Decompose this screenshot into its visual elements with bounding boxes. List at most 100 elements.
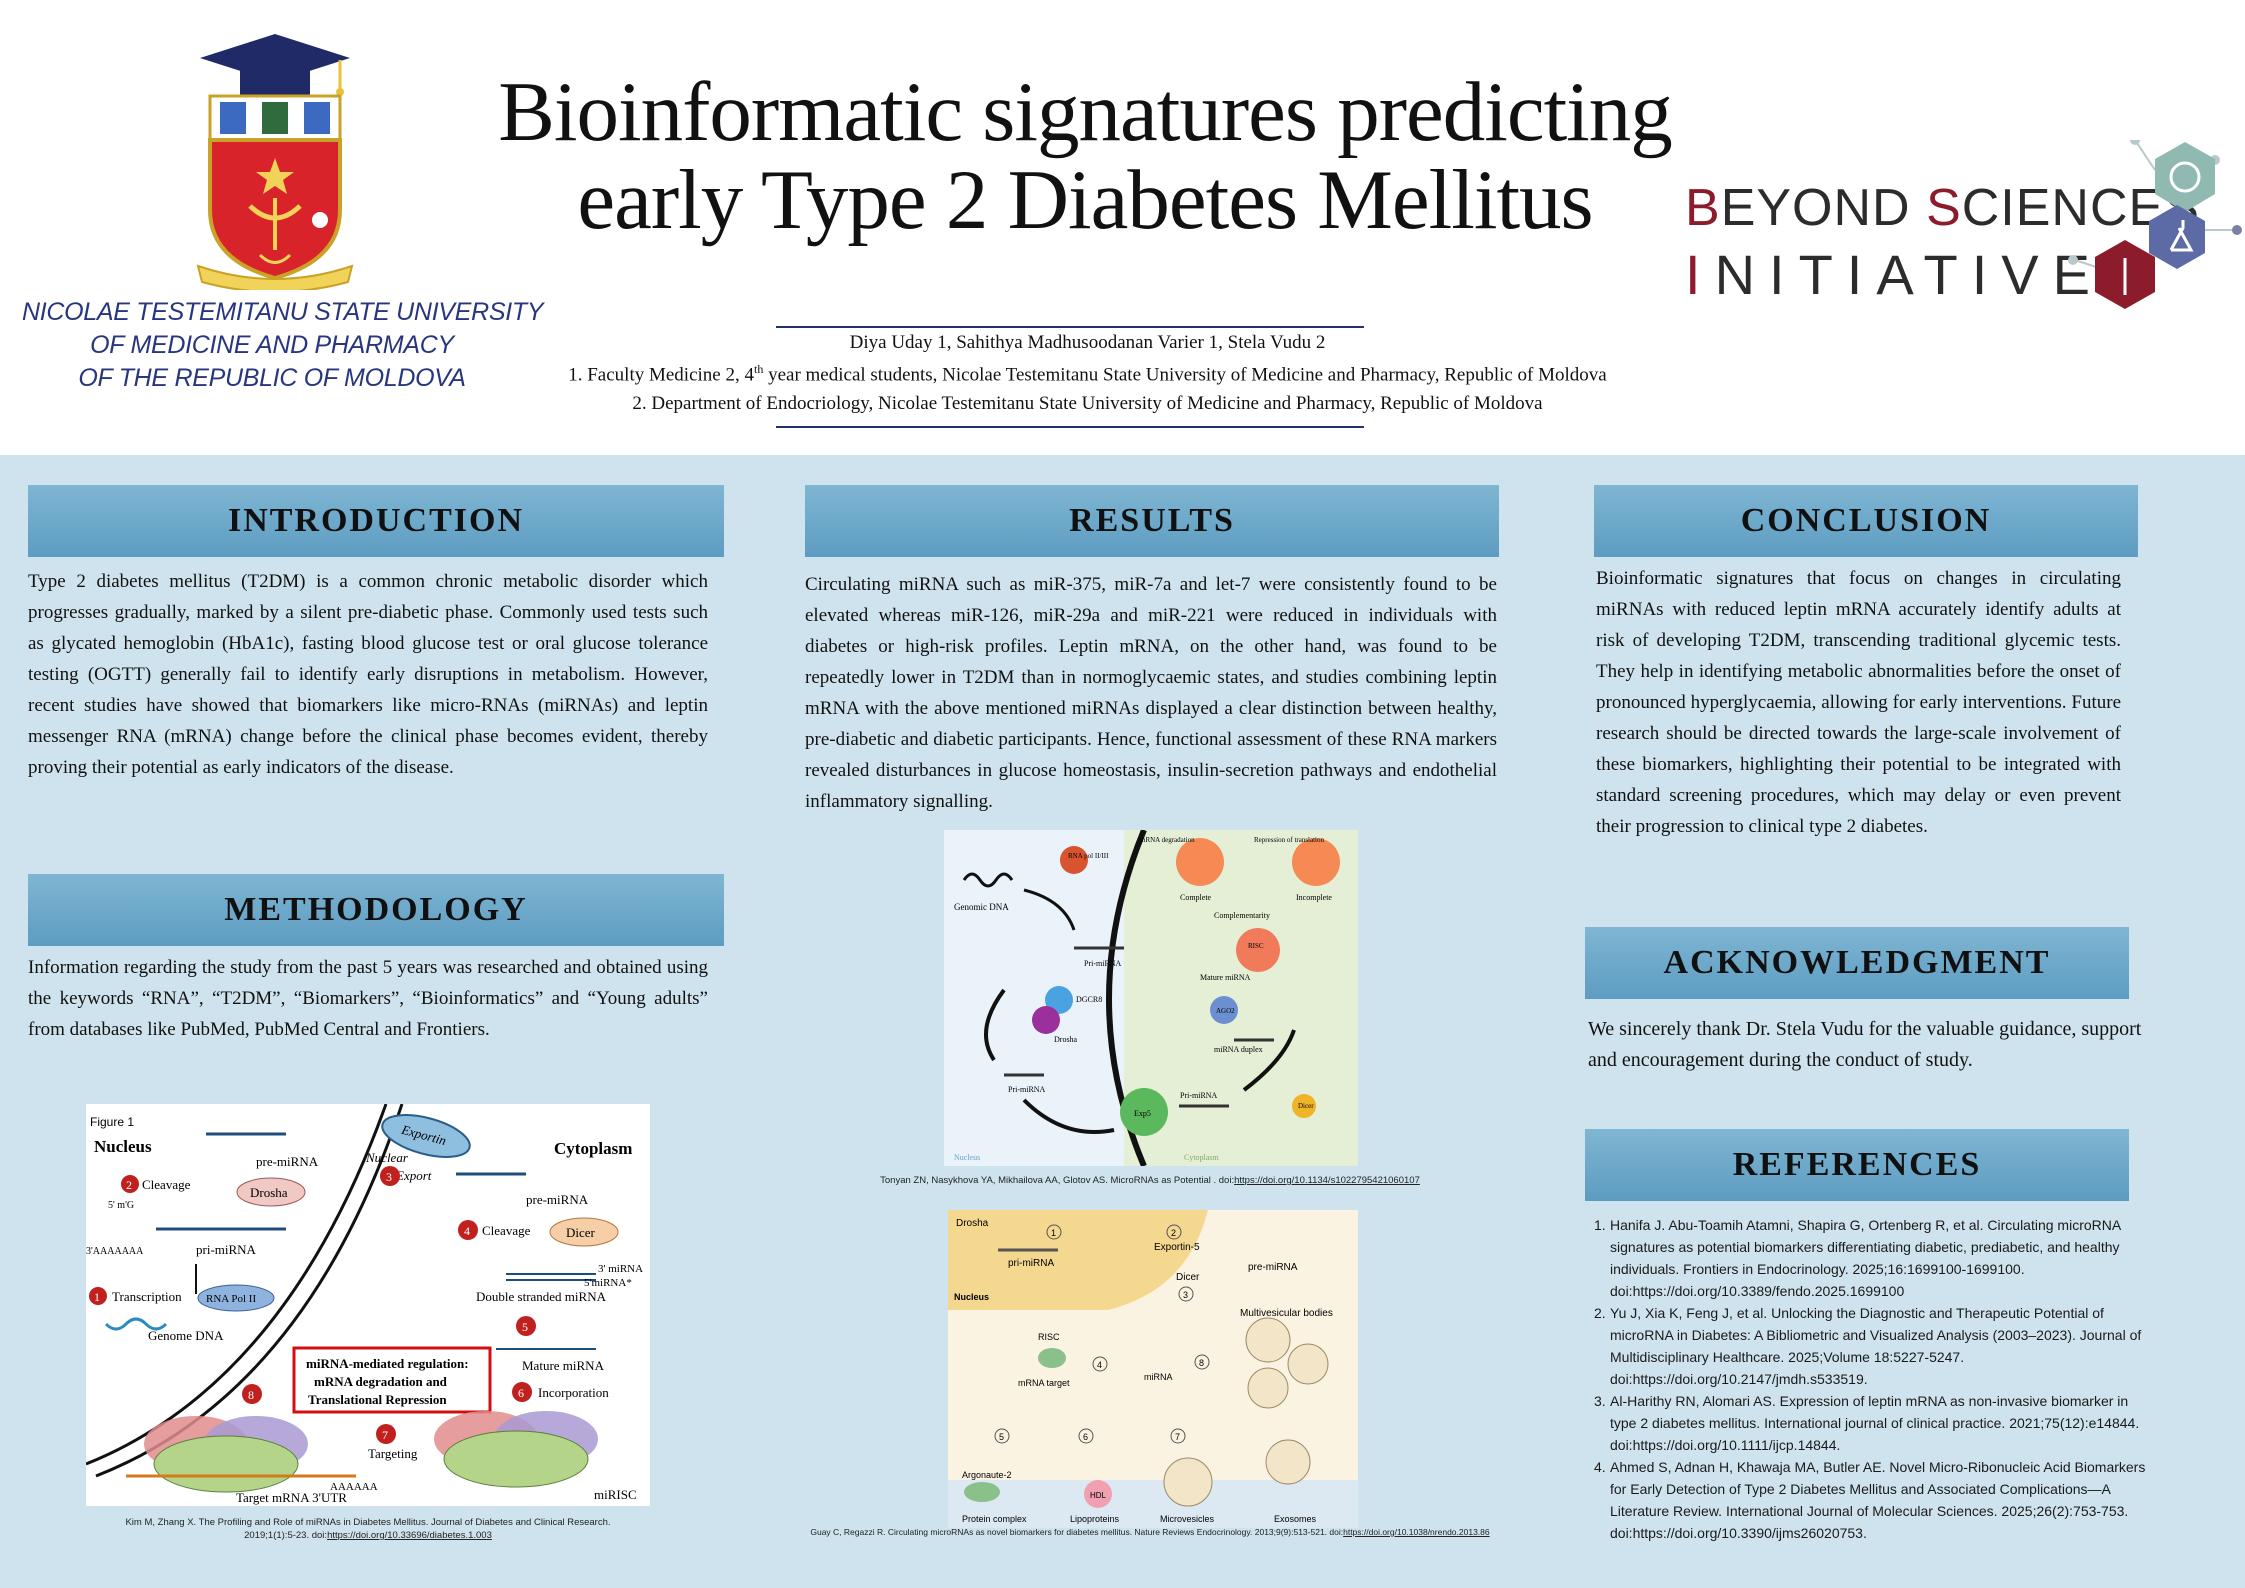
divider: [776, 426, 1364, 428]
acknowledgment-text: We sincerely thank Dr. Stela Vudu for th…: [1588, 1018, 2142, 1071]
cleavage-label: Cleavage: [142, 1177, 191, 1192]
reference-item: 1.Hanifa J. Abu-Toamih Atamni, Shapira G…: [1594, 1217, 2121, 1299]
partner-logo-line2: INITIATIVE: [1685, 243, 2104, 306]
svg-text:Exp5: Exp5: [1134, 1109, 1151, 1118]
hexagon-science-icon: [2068, 140, 2242, 309]
mature-mirna-label: Mature miRNA: [522, 1358, 605, 1373]
dicer-label: Dicer: [566, 1225, 596, 1240]
regulation-box-line: mRNA degradation and: [314, 1374, 448, 1389]
figure-label: Figure 1: [90, 1115, 134, 1129]
doi-link[interactable]: https://doi.org/10.1038/nrendo.2013.86: [1343, 1527, 1490, 1537]
doi-link[interactable]: https://doi.org/10.1134/s102279542106010…: [1234, 1175, 1420, 1186]
introduction-heading: INTRODUCTION: [28, 485, 724, 557]
affiliation-1: 1. Faculty Medicine 2, 4th year medical …: [568, 362, 1607, 386]
svg-text:Genomic DNA: Genomic DNA: [954, 902, 1009, 912]
svg-text:AAAAAA: AAAAAA: [330, 1481, 378, 1493]
misc-label: miRISC: [594, 1487, 637, 1502]
svg-text:7: 7: [382, 1428, 388, 1442]
svg-text:5: 5: [999, 1432, 1004, 1442]
acknowledgment-heading: ACKNOWLEDGMENT: [1585, 927, 2129, 999]
poster-title: Bioinformatic signatures predicting earl…: [440, 68, 1730, 244]
svg-text:5' m'G: 5' m'G: [108, 1200, 134, 1211]
regulation-box-line: Translational Repression: [308, 1392, 447, 1407]
incorporation-label: Incorporation: [538, 1385, 609, 1400]
svg-text:miRNA duplex: miRNA duplex: [1214, 1045, 1263, 1054]
svg-text:Pri-miRNA: Pri-miRNA: [1180, 1091, 1218, 1100]
target-mrna-label: Target mRNA 3'UTR: [236, 1490, 347, 1505]
svg-text:1: 1: [1051, 1228, 1056, 1238]
regulation-box-line: miRNA-mediated regulation:: [306, 1356, 469, 1371]
svg-text:Lipoproteins: Lipoproteins: [1070, 1514, 1120, 1524]
pri-mirna-label: pri-miRNA: [196, 1242, 257, 1257]
svg-text:AGO2: AGO2: [1216, 1007, 1235, 1015]
svg-text:HDL: HDL: [1090, 1491, 1107, 1500]
svg-text:Multivesicular bodies: Multivesicular bodies: [1240, 1308, 1333, 1319]
targeting-label: Targeting: [368, 1446, 418, 1461]
cytoplasm-label: Cytoplasm: [554, 1139, 632, 1158]
conclusion-text: Bioinformatic signatures that focus on c…: [1596, 568, 2121, 837]
figure1-caption: Kim M, Zhang X. The Profiling and Role o…: [125, 1517, 611, 1541]
reference-item: 4.Ahmed S, Adnan H, Khawaja MA, Butler A…: [1594, 1459, 2146, 1541]
svg-text:8: 8: [1199, 1358, 1204, 1368]
svg-text:6: 6: [518, 1386, 524, 1400]
partner-logo: BEYOND SCIENCES INITIATIVE: [1685, 140, 2245, 340]
reference-item: 2.Yu J, Xia K, Feng J, et al. Unlocking …: [1594, 1305, 2142, 1387]
svg-text:Pri-miRNA: Pri-miRNA: [1084, 959, 1122, 968]
pre-mirna-label: pre-miRNA: [256, 1154, 319, 1169]
title-line: early Type 2 Diabetes Mellitus: [577, 153, 1593, 247]
svg-text:Mature miRNA: Mature miRNA: [1200, 973, 1251, 982]
svg-text:3: 3: [386, 1170, 392, 1184]
figure3-caption: Guay C, Regazzi R. Circulating microRNAs…: [810, 1527, 1490, 1537]
methodology-text: Information regarding the study from the…: [28, 957, 708, 1040]
svg-text:Drosha: Drosha: [1054, 1035, 1078, 1044]
svg-text:3: 3: [1183, 1290, 1188, 1300]
svg-text:6: 6: [1083, 1432, 1088, 1442]
university-name-line: NICOLAE TESTEMITANU STATE UNIVERSITY: [22, 298, 544, 326]
methodology-heading: METHODOLOGY: [28, 874, 724, 946]
divider: [776, 326, 1364, 328]
svg-text:2: 2: [126, 1178, 132, 1192]
svg-text:RNA pol II/III: RNA pol II/III: [1068, 852, 1109, 860]
svg-text:7: 7: [1175, 1432, 1180, 1442]
svg-text:Incomplete: Incomplete: [1296, 893, 1332, 902]
svg-text:5'miRNA*: 5'miRNA*: [584, 1277, 632, 1289]
svg-text:Complementarity: Complementarity: [1214, 911, 1270, 920]
svg-text:RISC: RISC: [1038, 1332, 1060, 1342]
doi-link[interactable]: https://doi.org/10.33696/diabetes.1.003: [327, 1530, 492, 1541]
reference-item: 3.Al-Harithy RN, Alomari AS. Expression …: [1594, 1393, 2140, 1453]
university-name: NICOLAE TESTEMITANU STATE UNIVERSITY OF …: [22, 296, 544, 395]
author-list: Diya Uday 1, Sahithya Madhusoodanan Vari…: [849, 332, 1326, 353]
svg-text:3'AAAAAAA: 3'AAAAAAA: [86, 1246, 144, 1257]
pre-mirna-label-cyto: pre-miRNA: [526, 1192, 589, 1207]
conclusion-heading: CONCLUSION: [1594, 485, 2138, 557]
svg-text:pri-miRNA: pri-miRNA: [1008, 1258, 1054, 1269]
results-text: Circulating miRNA such as miR-375, miR-7…: [805, 574, 1497, 812]
svg-text:1: 1: [94, 1290, 100, 1304]
drosha-label: Drosha: [250, 1185, 288, 1200]
svg-text:Drosha: Drosha: [956, 1218, 989, 1229]
rna-pol-label: RNA Pol II: [206, 1293, 256, 1305]
figure2-caption: Tonyan ZN, Nasykhova YA, Mikhailova AA, …: [880, 1175, 1420, 1186]
cleavage-label-2: Cleavage: [482, 1223, 531, 1238]
svg-text:Nucleus: Nucleus: [954, 1153, 980, 1162]
svg-text:DGCR8: DGCR8: [1076, 995, 1102, 1004]
references-heading: REFERENCES: [1585, 1129, 2129, 1201]
svg-text:8: 8: [248, 1388, 254, 1402]
introduction-text: Type 2 diabetes mellitus (T2DM) is a com…: [28, 571, 708, 778]
references-list: 1.Hanifa J. Abu-Toamih Atamni, Shapira G…: [1594, 1214, 2150, 1544]
university-crest-icon: [196, 34, 354, 290]
svg-text:Nucleus: Nucleus: [954, 1292, 989, 1302]
svg-text:Complete: Complete: [1180, 893, 1212, 902]
svg-text:Exosomes: Exosomes: [1274, 1514, 1317, 1524]
title-line: Bioinformatic signatures predicting: [498, 65, 1673, 159]
svg-text:Repression of translation: Repression of translation: [1254, 836, 1324, 844]
svg-text:Protein complex: Protein complex: [962, 1514, 1027, 1524]
svg-text:3' miRNA: 3' miRNA: [598, 1263, 643, 1275]
ds-mirna-label: Double stranded miRNA: [476, 1289, 607, 1304]
export-label: Export: [395, 1168, 432, 1183]
nucleus-label: Nucleus: [94, 1137, 152, 1156]
figure-mirna-pathway: Genomic DNA RNA pol II/III Pri-miRNA DGC…: [944, 830, 1358, 1166]
university-name-line: OF MEDICINE AND PHARMACY: [90, 331, 454, 359]
poster-header: NICOLAE TESTEMITANU STATE UNIVERSITY OF …: [0, 0, 2245, 455]
svg-text:Dicer: Dicer: [1298, 1102, 1314, 1110]
